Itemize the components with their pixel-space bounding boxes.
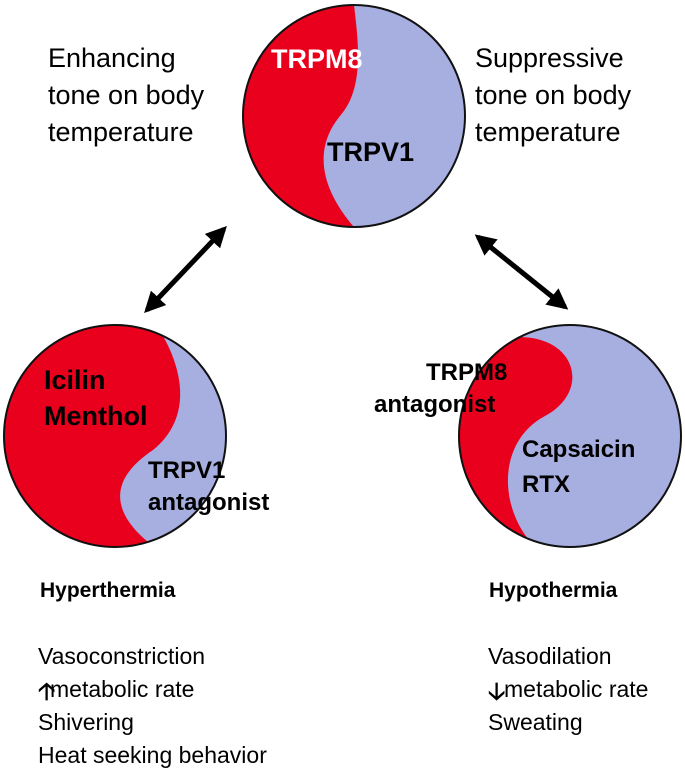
- right-double-arrow: [474, 234, 569, 310]
- hypothermia-antagonist-label: TRPM8 antagonist: [374, 359, 508, 418]
- down-arrow-icon: 🡣: [488, 678, 506, 705]
- suppressive-tone-text: Suppressive tone on body temperature: [475, 43, 632, 147]
- top-trpv1-label: TRPV1: [327, 137, 415, 167]
- list-item: Vasodilation: [488, 643, 612, 669]
- left-double-arrow: [144, 225, 227, 314]
- hypothermia-agonist-labels: Capsaicin RTX: [522, 436, 636, 498]
- list-item: 🡣metabolic rate: [488, 676, 649, 705]
- list-item: Vasoconstriction: [38, 643, 206, 669]
- enhancing-tone-text: Enhancing tone on body temperature: [48, 43, 205, 147]
- hyperthermia-outline: [3, 324, 227, 548]
- hyperthermia-trpm8-region: [3, 325, 181, 548]
- list-item: Heat seeking behavior: [38, 742, 267, 768]
- top-yin-yang: [242, 4, 466, 228]
- hyperthermia-agonist-labels: Icilin Menthol: [44, 365, 148, 431]
- hypothermia-trpm8-region: [458, 337, 573, 539]
- hypothermia-outline: [458, 324, 682, 548]
- top-trpm8-label: TRPM8: [271, 44, 363, 74]
- hyperthermia-effects-list: Vasoconstriction 🡡metabolic rate Shiveri…: [38, 640, 267, 772]
- up-arrow-icon: 🡡: [38, 678, 56, 705]
- hypothermia-heading: Hypothermia: [489, 579, 618, 602]
- top-trpm8-region: [243, 5, 359, 227]
- list-item: 🡡metabolic rate: [38, 676, 195, 705]
- hyperthermia-antagonist-label: TRPV1 antagonist: [148, 457, 270, 516]
- hypothermia-effects-list: Vasodilation 🡣metabolic rate Sweating: [488, 640, 648, 739]
- hyperthermia-yin-yang: [3, 324, 227, 548]
- list-item: Sweating: [488, 709, 583, 735]
- list-item: Shivering: [38, 709, 134, 735]
- hypothermia-yin-yang: [458, 324, 682, 548]
- top-outline: [242, 4, 466, 228]
- hyperthermia-heading: Hyperthermia: [40, 579, 176, 602]
